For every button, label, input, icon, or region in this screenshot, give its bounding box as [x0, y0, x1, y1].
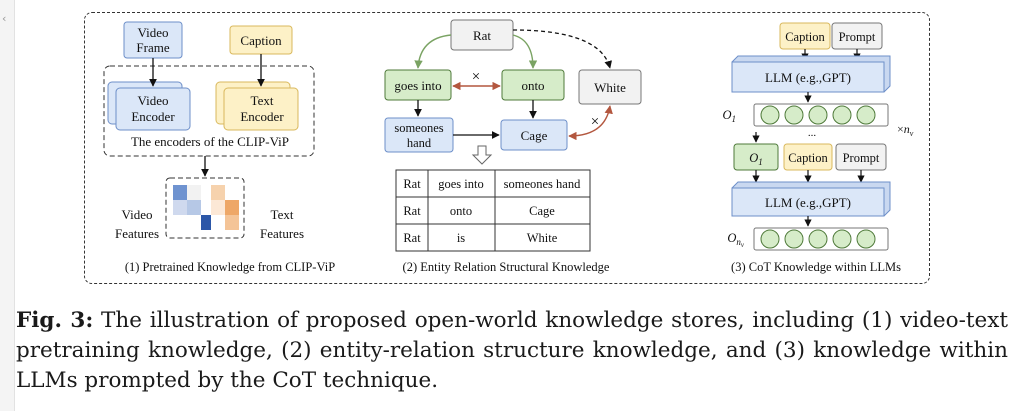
token-circle: [808, 105, 828, 125]
figure-diagram: Video Frame Caption Video Encoder Text E…: [103, 19, 914, 274]
token-circle: [784, 105, 804, 125]
video-feature-cell: [187, 215, 201, 230]
video-encoder-label-2: Encoder: [131, 109, 175, 124]
node-someones-hand-label-1: someones: [394, 121, 443, 135]
video-feature-cell: [173, 215, 187, 230]
text-features-label-2: Features: [260, 226, 304, 241]
o1-box-label: O1: [749, 151, 763, 167]
table-cell: someones hand: [504, 177, 581, 191]
llm-block-1-label: LLM (e.g.,GPT): [765, 70, 851, 85]
token-circle: [832, 229, 852, 249]
down-arrow-icon: [471, 145, 493, 165]
video-feature-cell: [173, 185, 187, 200]
repeat-label: ×nv: [897, 122, 914, 138]
on-label: Onv: [727, 231, 745, 249]
text-feature-cell: [225, 200, 239, 215]
token-circle: [760, 105, 780, 125]
features-group: [165, 177, 245, 239]
node-someones-hand-label-2: hand: [407, 136, 432, 150]
video-encoder-box: [115, 87, 191, 131]
table-cell: White: [527, 231, 558, 245]
text-feature-cell: [211, 185, 225, 200]
text-features-heatmap: [211, 185, 239, 230]
text-feature-cell: [225, 215, 239, 230]
video-frame-label-2: Frame: [136, 40, 169, 55]
figure-frame: [84, 12, 930, 284]
video-frame-label-1: Video: [138, 25, 169, 40]
encoders-caption: The encoders of the CLIP-ViP: [131, 134, 289, 149]
text-encoder-label-2: Encoder: [240, 109, 284, 124]
o1-label: O1: [722, 108, 736, 124]
video-feature-cell: [187, 200, 201, 215]
p3-prompt-label: Prompt: [839, 30, 876, 44]
table-cell: Rat: [403, 231, 421, 245]
text-encoder-box: [223, 87, 299, 131]
panel-2-title: (2) Entity Relation Structural Knowledge: [403, 260, 610, 274]
chevron-left-icon[interactable]: ‹: [2, 12, 7, 25]
token-circle: [832, 105, 852, 125]
node-white: [578, 69, 642, 105]
video-features-label-1: Video: [122, 207, 153, 222]
video-features-heatmap: [173, 185, 215, 230]
node-goes-into-label: goes into: [394, 78, 441, 93]
llm-block-2: [731, 187, 885, 217]
token-circle: [760, 229, 780, 249]
node-white-label: White: [594, 80, 626, 95]
p3-prompt2-label: Prompt: [843, 151, 880, 165]
token-circle: [856, 229, 876, 249]
panel-entity-relation: Rat goes into onto White someones hand C…: [384, 19, 642, 274]
table-cell: goes into: [438, 177, 483, 191]
video-feature-cell: [173, 200, 187, 215]
panel-cot-knowledge: Caption Prompt LLM (e.g.,GPT) O1 ... ×nv…: [722, 22, 914, 274]
ellipsis-label: ...: [808, 127, 817, 139]
node-cage-label: Cage: [521, 128, 548, 143]
text-feature-cell: [211, 200, 225, 215]
video-feature-cell: [187, 185, 201, 200]
figure-caption: Fig. 3: The illustration of proposed ope…: [16, 306, 1008, 396]
table-cell: onto: [450, 204, 472, 218]
p3-caption-label: Caption: [785, 30, 825, 44]
token-circle: [808, 229, 828, 249]
token-circle: [856, 105, 876, 125]
video-encoder-label-1: Video: [138, 93, 169, 108]
node-onto-label: onto: [521, 78, 544, 93]
conflict-cross-icon: ×: [591, 114, 599, 130]
table-cell: Rat: [403, 177, 421, 191]
text-encoder-label-1: Text: [251, 93, 274, 108]
figure-caption-text: The illustration of proposed open-world …: [16, 308, 1008, 393]
node-rat-label: Rat: [473, 28, 491, 43]
text-features-label-1: Text: [271, 207, 294, 222]
left-gutter: ‹: [0, 0, 15, 411]
llm-block-2-label: LLM (e.g.,GPT): [765, 195, 851, 210]
node-cage: [500, 119, 568, 151]
text-feature-cell: [225, 185, 239, 200]
token-circle: [784, 229, 804, 249]
encoders-group: [103, 65, 315, 157]
p3-caption2-label: Caption: [788, 151, 828, 165]
text-feature-cell: [211, 215, 225, 230]
panel-pretrained-knowledge: Video Frame Caption Video Encoder Text E…: [103, 21, 335, 274]
caption-label: Caption: [240, 33, 282, 48]
conflict-cross-icon: ×: [472, 69, 480, 85]
table-cell: Rat: [403, 204, 421, 218]
table-cell: Cage: [529, 204, 555, 218]
panel-1-title: (1) Pretrained Knowledge from CLIP-ViP: [125, 260, 335, 274]
panel-3-title: (3) CoT Knowledge within LLMs: [731, 260, 901, 274]
video-features-label-2: Features: [115, 226, 159, 241]
table-cell: is: [457, 231, 465, 245]
figure-label: Fig. 3:: [16, 308, 94, 333]
